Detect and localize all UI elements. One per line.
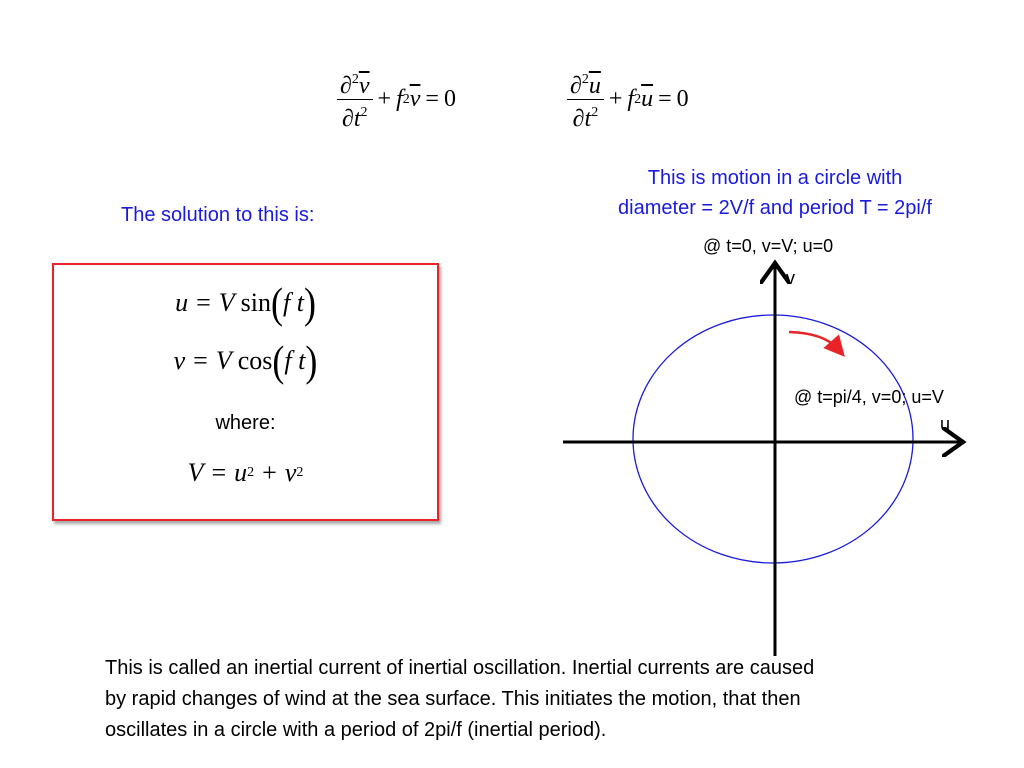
cos-function: cos: [237, 346, 273, 375]
equals-sign: =: [425, 86, 439, 112]
partial-symbol: ∂: [570, 73, 582, 99]
t-symbol: t: [298, 346, 306, 375]
explanation-paragraph: This is called an inertial current of in…: [105, 653, 814, 746]
where-label: where:: [215, 412, 276, 434]
t-symbol: t: [296, 288, 304, 317]
u-symbol: u: [175, 288, 189, 317]
exponent: 2: [247, 465, 255, 480]
sin-function: sin: [240, 288, 271, 317]
v-derivative-fraction: ∂2v ∂t2: [337, 68, 373, 131]
amplitude-symbol: V: [187, 458, 204, 487]
f-symbol: f: [282, 288, 291, 317]
motion-note-line-2: diameter = 2V/f and period T = 2pi/f: [618, 197, 932, 219]
right-paren: ): [303, 279, 316, 327]
exponent: 2: [634, 91, 642, 107]
plus-sign: +: [608, 86, 623, 112]
v-solution-equation: v = V cos ( f t ): [54, 337, 437, 385]
plus-sign: +: [377, 86, 392, 112]
zero: 0: [676, 86, 689, 112]
u-mean-symbol: u: [588, 73, 601, 99]
partial-t-symbol: ∂t: [572, 106, 592, 132]
partial-symbol: ∂: [340, 73, 352, 99]
u-solution-equation: u = V sin ( f t ): [54, 279, 437, 327]
right-paren: ): [305, 337, 318, 385]
left-paren: (: [272, 337, 285, 385]
rotation-direction-arrow: [788, 330, 845, 357]
solution-box: [52, 263, 439, 521]
plus-sign: +: [262, 458, 277, 487]
label-t0: @ t=0, v=V; u=0: [703, 236, 834, 256]
v-mean-symbol: v: [409, 86, 421, 112]
solution-label: The solution to this is:: [121, 204, 315, 226]
u-mean-symbol: u: [641, 86, 654, 112]
v-mean-symbol: v: [358, 73, 370, 99]
exponent: 2: [296, 465, 304, 480]
explanation-line-2: by rapid changes of wind at the sea surf…: [105, 688, 801, 710]
motion-note-line-1: This is motion in a circle with: [647, 167, 903, 189]
label-t-pi-4: @ t=pi/4, v=0; u=V: [794, 387, 944, 407]
u-axis-label: u: [940, 414, 951, 434]
coriolis-f-symbol: f: [396, 86, 403, 112]
v-axis-label: v: [786, 268, 795, 288]
f-symbol: f: [284, 346, 292, 375]
exponent: 2: [581, 72, 589, 87]
explanation-line-1: This is called an inertial current of in…: [105, 657, 815, 679]
equals-sign: =: [658, 86, 672, 112]
motion-note: This is motion in a circle with diameter…: [560, 163, 990, 223]
exponent: 2: [360, 105, 368, 120]
u-derivative-fraction: ∂2u ∂t2: [567, 68, 604, 131]
equals-sign: =: [196, 288, 211, 317]
partial-t-symbol: ∂t: [341, 106, 361, 132]
exponent: 2: [402, 91, 410, 107]
equals-sign: =: [193, 346, 208, 375]
amplitude-symbol: V: [215, 346, 232, 375]
inertial-circle: [632, 314, 914, 564]
v-symbol: v: [284, 458, 297, 487]
coriolis-f-symbol: f: [627, 86, 635, 112]
equals-sign: =: [211, 458, 227, 487]
left-paren: (: [270, 279, 283, 327]
exponent: 2: [591, 105, 599, 120]
amplitude-symbol: V: [218, 288, 235, 317]
explanation-line-3: oscillates in a circle with a period of …: [105, 719, 607, 741]
exponent: 2: [351, 72, 359, 87]
zero: 0: [443, 86, 456, 112]
u-symbol: u: [234, 458, 248, 487]
v-symbol: v: [173, 346, 186, 375]
